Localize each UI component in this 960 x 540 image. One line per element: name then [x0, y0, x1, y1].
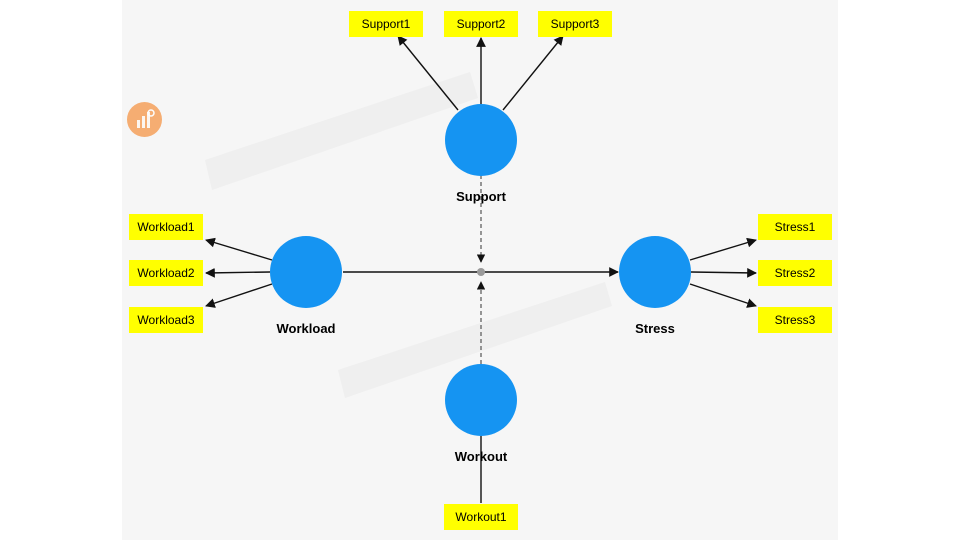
arrow-stress-stress1 — [689, 237, 757, 261]
indicator-box — [758, 307, 832, 333]
construct-stress-label: Stress — [635, 321, 675, 336]
indicator-workload3[interactable]: Workload3 — [129, 307, 203, 333]
arrow-stress-stress2 — [690, 267, 757, 278]
indicator-label: Stress2 — [775, 266, 816, 280]
indicator-box — [129, 307, 203, 333]
construct-workload-label: Workload — [277, 321, 336, 336]
indicator-support1[interactable]: Support1 — [349, 11, 423, 37]
indicator-workout1[interactable]: Workout1 — [444, 504, 518, 530]
indicator-box — [129, 214, 203, 240]
arrow-workload-workload2 — [205, 267, 271, 278]
chart-logo-glyph — [137, 109, 155, 128]
moderation-junction — [477, 268, 485, 276]
indicator-stress3[interactable]: Stress3 — [758, 307, 832, 333]
indicator-label: Stress1 — [775, 220, 816, 234]
construct-support-node[interactable] — [445, 104, 517, 176]
arrow-support-support1 — [397, 35, 459, 111]
indicator-box — [538, 11, 612, 37]
indicator-box — [129, 260, 203, 286]
indicator-stress2[interactable]: Stress2 — [758, 260, 832, 286]
arrow-workload-workload3 — [205, 283, 273, 308]
smudge-upper — [205, 72, 478, 190]
indicator-label: Workload1 — [137, 220, 194, 234]
stress-indicator-arrows — [689, 237, 757, 308]
indicator-support2[interactable]: Support2 — [444, 11, 518, 37]
construct-workload-node[interactable] — [270, 236, 342, 308]
indicator-label: Workout1 — [455, 510, 506, 524]
indicator-box — [444, 11, 518, 37]
construct-stress-node[interactable] — [619, 236, 691, 308]
background-smudges — [205, 72, 612, 398]
indicator-label: Support1 — [362, 17, 411, 31]
indicator-box — [444, 504, 518, 530]
arrow-support-support3 — [502, 35, 564, 111]
indicator-label: Support2 — [457, 17, 506, 31]
indicator-box — [349, 11, 423, 37]
indicator-label: Workload2 — [137, 266, 194, 280]
construct-support-label: Support — [456, 189, 506, 204]
indicator-box — [758, 214, 832, 240]
construct-workout-label: Workout — [455, 449, 508, 464]
indicator-box — [758, 260, 832, 286]
indicator-workload2[interactable]: Workload2 — [129, 260, 203, 286]
arrow-stress-stress3 — [689, 283, 757, 308]
chart-logo-icon — [127, 102, 162, 137]
indicator-label: Stress3 — [775, 313, 816, 327]
construct-workout-node[interactable] — [445, 364, 517, 436]
smudge-lower — [338, 282, 612, 398]
arrow-workload-workload1 — [205, 237, 273, 261]
workload-indicator-arrows — [205, 237, 273, 308]
indicator-support3[interactable]: Support3 — [538, 11, 612, 37]
support-indicator-arrows — [397, 35, 564, 111]
indicator-workload1[interactable]: Workload1 — [129, 214, 203, 240]
indicator-stress1[interactable]: Stress1 — [758, 214, 832, 240]
indicator-label: Workload3 — [137, 313, 194, 327]
indicator-label: Support3 — [551, 17, 600, 31]
